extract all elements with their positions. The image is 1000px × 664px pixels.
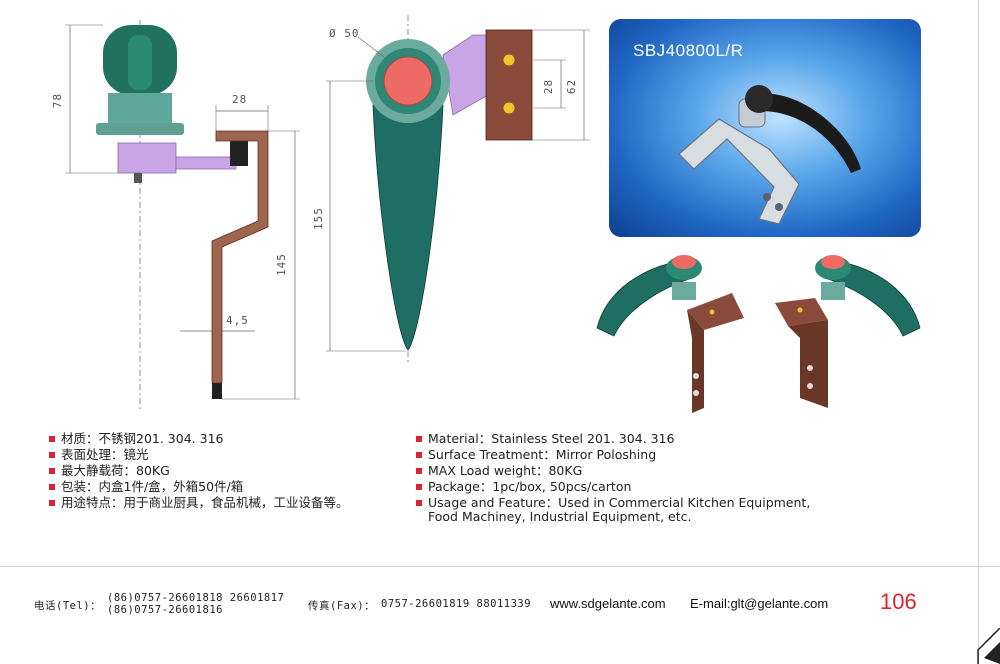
page-number: 106 (880, 589, 917, 614)
page-corner-mark (977, 628, 1000, 664)
specs-english: Material：Stainless Steel 201. 304. 316 S… (416, 431, 810, 511)
spec-en-surface: Surface Treatment：Mirror Poloshing (416, 447, 810, 463)
dim-155-label: 155 (311, 207, 325, 230)
footer-fax-label: 传真(Fax)： (308, 600, 376, 612)
footer-tel-label: 电话(Tel)： (34, 600, 102, 612)
dim-78-label: 78 (51, 92, 65, 109)
product-render-left (596, 255, 744, 413)
product-photo: SBJ40800L/R (609, 19, 921, 237)
spec-en-load: MAX Load weight：80KG (416, 463, 810, 479)
product-photo-illustration (678, 85, 861, 225)
footer-tel-line2: (86)0757-26601816 (107, 604, 223, 616)
dim-62-label: 62 (565, 78, 579, 95)
model-number: SBJ40800L/R (633, 41, 744, 60)
footer-tel-line1: (86)0757-26601818 26601817 (107, 592, 285, 604)
page-edge-line (978, 0, 979, 664)
footer-website[interactable]: www.sdgelante.com (550, 596, 666, 611)
dim-4-5-label: 4,5 (226, 314, 249, 327)
spec-cn-surface: 表面处理：镜光 (49, 447, 349, 463)
dim-28-right-label: 28 (542, 78, 556, 95)
spec-cn-material: 材质：不锈钢201. 304. 316 (49, 431, 349, 447)
front-view-drawing (326, 15, 590, 365)
spec-cn-load: 最大静载荷：80KG (49, 463, 349, 479)
spec-en-usage: Usage and Feature：Used in Commercial Kit… (416, 495, 810, 511)
spec-cn-package: 包装：内盒1件/盒，外箱50件/箱 (49, 479, 349, 495)
footer-divider (0, 566, 1000, 567)
spec-en-package: Package：1pc/box, 50pcs/carton (416, 479, 810, 495)
dim-phi-50-label: Ø 50 (329, 27, 360, 40)
spec-en-material: Material：Stainless Steel 201. 304. 316 (416, 431, 810, 447)
footer-fax-value: 0757-26601819 88011339 (381, 598, 532, 610)
spec-en-usage-continuation: Food Machiney, Industrial Equipment, etc… (428, 509, 692, 524)
spec-cn-usage: 用途特点：用于商业厨具，食品机械，工业设备等。 (49, 495, 349, 511)
dim-145-label: 145 (274, 253, 288, 276)
dim-28-top-label: 28 (232, 93, 248, 106)
footer-email[interactable]: E-mail:glt@gelante.com (690, 596, 829, 611)
specs-chinese: 材质：不锈钢201. 304. 316 表面处理：镜光 最大静载荷：80KG 包… (49, 431, 349, 511)
side-view-drawing (65, 20, 300, 410)
product-render-right (775, 255, 921, 408)
